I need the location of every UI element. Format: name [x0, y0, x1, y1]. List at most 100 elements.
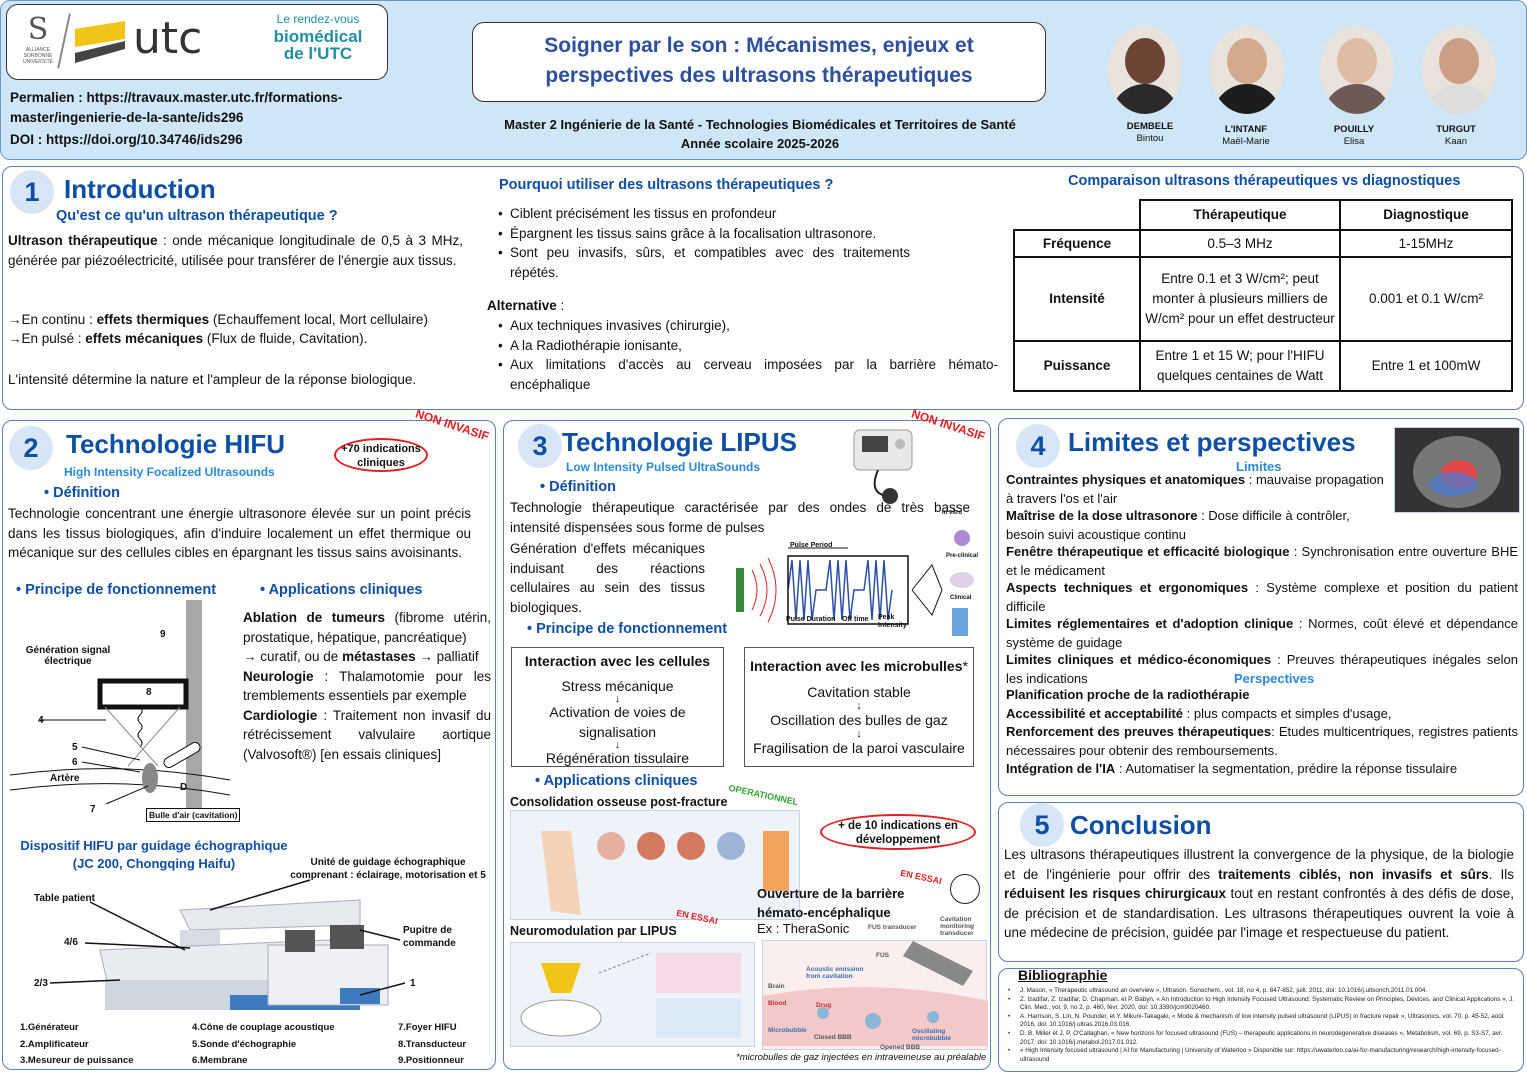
perspectives-list: Planification proche de la radiothérapie… — [1006, 687, 1518, 776]
program-info: Master 2 Ingénierie de la Santé - Techno… — [504, 117, 1016, 151]
label-signal: Génération signal électrique — [25, 645, 111, 667]
section-subtitle: High Intensity Focalized Ultrasounds — [64, 465, 275, 479]
table-header-row: Thérapeutique Diagnostique — [1014, 199, 1513, 231]
lipus-definition: Technologie thérapeutique caractérisée p… — [510, 500, 970, 535]
list-item: Z. Izadifar, Z. Izadifar, D. Chapman, et… — [1008, 996, 1516, 1013]
list-item: D. B. Miller et J. P. O'Callaghan, « New… — [1008, 1030, 1516, 1047]
indications-badge: +70 indications cliniques — [334, 438, 428, 472]
section-title: Introduction — [64, 174, 216, 204]
lipus-generation: Génération d'effets mécaniques induisant… — [510, 541, 705, 615]
limits-list: Contraintes physiques et anatomiques : m… — [1006, 472, 1519, 686]
why-list: Ciblent précisément les tissus en profon… — [498, 204, 910, 282]
avatar-pouilly — [1320, 26, 1394, 114]
list-item: A la Radiothérapie ionisante, — [498, 336, 998, 356]
sorbonne-logo: S ALLIANCE SORBONNE UNIVERSITÉ — [22, 12, 53, 66]
section-title: Technologie LIPUS — [562, 427, 797, 457]
permalink: Permalien : https://travaux.master.utc.f… — [10, 90, 343, 125]
lipus-footnote: *microbulles de gaz injectées en intrave… — [736, 1052, 987, 1063]
label-console: Pupitre de commande — [403, 925, 456, 949]
table-row: Fréquence 0.5–3 MHz 1-15MHz — [1013, 229, 1513, 258]
label-bubble: Bulle d'air (cavitation) — [146, 808, 241, 822]
list-item: Aux techniques invasives (chirurgie), — [498, 316, 998, 336]
table-row: Puissance Entre 1 et 15 W; pour l'HIFU q… — [1013, 340, 1513, 392]
list-item: Aux limitations d'accès au cerveau impos… — [498, 355, 998, 394]
limits-subtitle: Limites — [1236, 459, 1282, 474]
section-title: Limites et perspectives — [1068, 427, 1356, 457]
pulse-diagram — [736, 530, 974, 636]
utc-logo-text: utc — [133, 13, 203, 64]
alt-title: Alternative : — [487, 298, 565, 313]
bbb-figure — [762, 940, 988, 1050]
conclusion-panel — [998, 802, 1524, 962]
conclusion-text: Les ultrasons thérapeutiques illustrent … — [1004, 847, 1514, 940]
device-title: Dispositif HIFU par guidage échographiqu… — [20, 838, 288, 871]
avatar-turgut — [1422, 26, 1496, 114]
avatar-dembele — [1108, 26, 1182, 114]
section-subtitle: Low Intensity Pulsed UltraSounds — [566, 460, 761, 474]
hifu-principle-diagram — [10, 600, 231, 820]
bubbles-box: Interaction avec les microbulles* Cavita… — [744, 647, 974, 767]
intro-definition: Ultrason thérapeutique : onde mécanique … — [8, 233, 463, 268]
bibliography-title: Bibliographie — [1018, 967, 1108, 983]
applications-heading: • Applications cliniques — [535, 773, 698, 789]
doi-link[interactable]: https://doi.org/10.34746/ids296 — [46, 132, 243, 147]
cells-box: Interaction avec les cellules Stress méc… — [511, 647, 724, 767]
utc-logo-mark — [73, 19, 127, 67]
intro-pulsed: →En pulsé : effets mécaniques (Flux de f… — [8, 331, 368, 346]
section-number: 2 — [9, 426, 53, 470]
section-number: 4 — [1016, 424, 1060, 468]
intro-question: Qu'est ce qu'un ultrason thérapeutique ? — [56, 208, 338, 224]
section-title: Conclusion — [1070, 810, 1212, 840]
indications-badge: + de 10 indications en développement — [820, 814, 976, 850]
bbb-title: Ouverture de la barrière hémato-encéphal… — [757, 886, 905, 920]
lipus-device-image — [853, 429, 913, 504]
principle-heading: • Principe de fonctionnement — [16, 582, 217, 598]
intro-intensity: L'intensité détermine la nature et l'amp… — [8, 372, 417, 387]
table-row: Intensité Entre 0.1 et 3 W/cm²; peut mon… — [1013, 256, 1513, 342]
poster-title: Soigner par le son : Mécanismes, enjeux … — [472, 22, 1046, 102]
comparison-table: Thérapeutique Diagnostique Fréquence 0.5… — [1013, 199, 1513, 392]
list-item: « High Intensity focused ultrasound | AI… — [1008, 1047, 1516, 1064]
list-item: J. Mason, « Therapeutic ultrasound an ov… — [1008, 987, 1516, 996]
brain-icon — [950, 874, 980, 904]
perspectives-subtitle: Perspectives — [1234, 671, 1315, 686]
hifu-definition: Technologie concentrant une énergie ultr… — [8, 506, 471, 560]
bbb-example: Ex : TheraSonic — [757, 921, 850, 936]
list-item: Épargnent les tissus sains grâce à la fo… — [498, 224, 910, 244]
doi: DOI : https://doi.org/10.34746/ids296 — [10, 132, 243, 147]
neuro-title: Neuromodulation par LIPUS — [510, 924, 677, 938]
why-title: Pourquoi utiliser des ultrasons thérapeu… — [499, 177, 834, 193]
list-item: A. Harrison, S. Lin, N. Pounder, et Y. M… — [1008, 1013, 1516, 1030]
hifu-applications: Ablation de tumeurs (fibrome utérin, pro… — [243, 610, 491, 762]
definition-heading: • Définition — [44, 485, 120, 501]
label-guidance-unit: Unité de guidage échographique comprenan… — [290, 857, 486, 881]
bone-title: Consolidation osseuse post-fracture — [510, 795, 728, 809]
hifu-device-image — [49, 879, 406, 1010]
section-number: 5 — [1020, 803, 1064, 847]
logo-box: S ALLIANCE SORBONNE UNIVERSITÉ utc Le re… — [6, 4, 388, 80]
comparison-title: Comparaison ultrasons thérapeutiques vs … — [1068, 173, 1461, 189]
avatar-lintanf — [1210, 26, 1284, 114]
section-title: Technologie HIFU — [66, 429, 286, 459]
permalink-link[interactable]: https://travaux.master.utc.fr/formations… — [10, 90, 343, 125]
label-patient-table: Table patient — [34, 893, 95, 904]
biomed-logo: Le rendez-vous biomédical de l'UTC — [273, 12, 363, 63]
principle-heading: • Principe de fonctionnement — [527, 621, 728, 637]
bibliography-list: J. Mason, « Therapeutic ultrasound an ov… — [1008, 987, 1516, 1064]
section-number: 3 — [518, 424, 562, 468]
alt-list: Aux techniques invasives (chirurgie), A … — [498, 316, 998, 394]
section-number: 1 — [10, 170, 54, 214]
applications-heading: • Applications cliniques — [260, 582, 423, 598]
intro-continuous: →En continu : effets thermiques (Echauff… — [8, 312, 428, 327]
mri-image — [1394, 427, 1520, 513]
bone-healing-figure — [510, 810, 800, 920]
list-item: Sont peu invasifs, sûrs, et compatibles … — [498, 243, 910, 282]
neuromodulation-figure — [510, 942, 755, 1047]
definition-heading: • Définition — [540, 479, 616, 495]
list-item: Ciblent précisément les tissus en profon… — [498, 204, 910, 224]
